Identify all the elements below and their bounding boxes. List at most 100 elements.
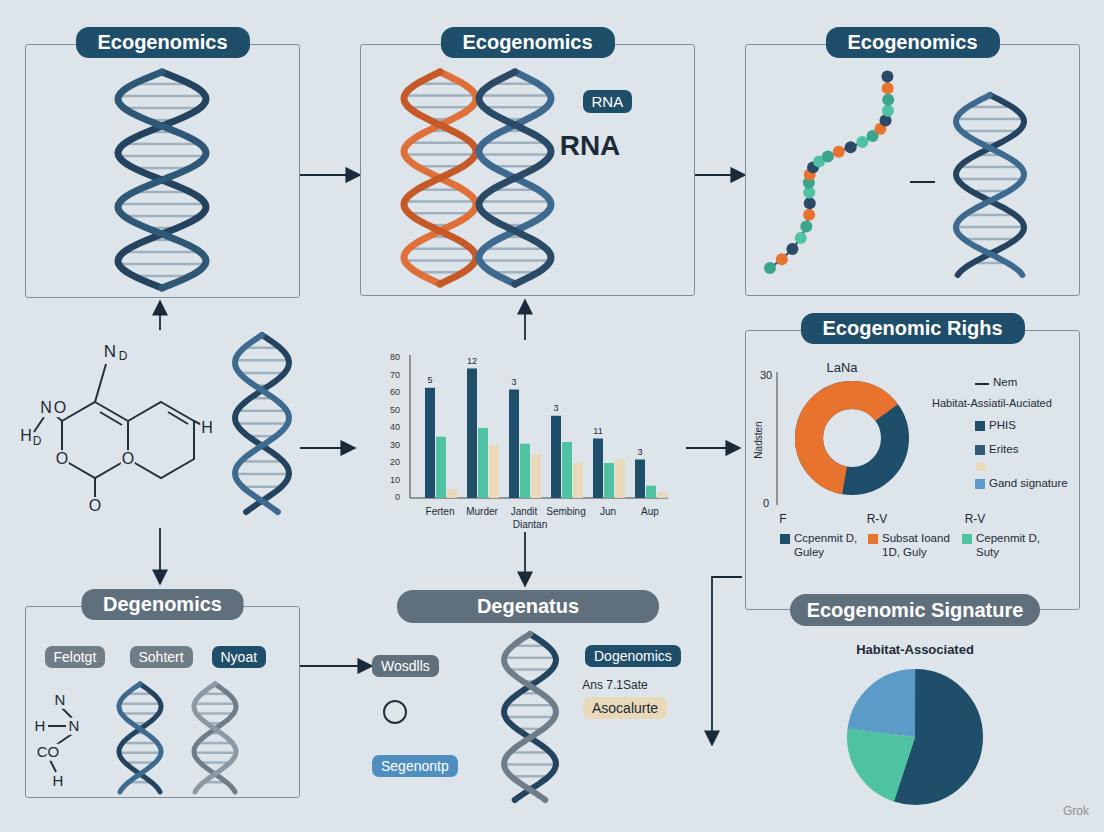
base-pair [480,153,551,156]
legend-item: Cepenmit D, Suty [962,532,1056,560]
bar [551,416,561,498]
base-pair [235,359,289,362]
flow-arrow [712,577,742,745]
bar [604,463,614,498]
base-pair [961,130,1018,133]
bead [822,150,834,162]
text-label: RNA [560,131,621,162]
text-label: O [53,399,67,417]
connector-arrow [300,665,372,667]
base-pair [964,238,1016,241]
base-pair [405,153,476,156]
pill-text: Segenontp [381,758,449,774]
text-label: CO [36,744,61,761]
bead [764,262,776,274]
panel: Ecogenomics [25,44,300,298]
text-label: 5 [427,376,432,386]
legend-item: Gand signature [975,477,1068,491]
legend-item: Nem [975,376,1017,390]
base-pair [237,410,287,413]
flow-arrow [159,301,161,330]
panel-heading: Ecogenomics [825,27,999,58]
legend-item: PHIS [975,419,1016,433]
flow-arrow [524,300,526,340]
base-pair [957,178,1022,181]
text-label: O [88,497,102,515]
base-pair [409,141,471,144]
bar [447,489,457,498]
base-pair [235,473,289,476]
bar [478,428,488,498]
text-label: R-V [867,513,888,526]
base-pair [196,712,233,715]
base-pair [239,372,284,375]
pill-text: RNA [592,93,624,110]
bead [786,243,798,255]
base-pair [956,226,1024,229]
legend-text: Nem [993,376,1017,390]
text-label: 0 [395,493,400,503]
chemical-bond [50,760,56,772]
base-pair [119,203,206,206]
strand [118,72,206,288]
base-pair [409,106,471,109]
label-pill: Felotgt [45,646,106,668]
text-label: Jun [600,506,616,517]
label-pill: Segenontp [372,755,458,777]
pill-text: Sohtert [139,649,184,665]
base-pair [956,118,1023,121]
legend-swatch [975,421,985,431]
chemical-bond [100,412,188,425]
text-label: R-V [965,513,986,526]
strand [235,335,289,512]
legend-swatch [868,534,878,544]
dna-helix [504,634,556,800]
strand [956,95,1024,275]
chemical-bond [62,708,72,718]
label-pill: Degenatus [397,590,659,623]
circle-icon [384,701,406,723]
flow-arrow [686,447,740,449]
text-label: 40 [390,423,400,433]
strand [118,72,206,288]
base-pair [241,460,283,463]
legend-item: Ccpenmit D, Guley [780,532,866,560]
label-pill: Dogenomics [585,645,681,667]
strand [504,634,556,800]
bar [520,444,530,498]
base-pair [119,751,161,754]
strand [504,634,556,800]
base-pair [124,143,200,146]
base-pair [480,200,551,203]
text-label: LaNa [826,361,857,375]
label-pill: Asocalurte [583,697,667,719]
panel: EcogenomicsRNA [360,44,695,296]
legend-text: Subsat Ioand 1D, Guly [882,532,964,560]
pill-text: Degenatus [477,595,579,618]
strand [194,684,236,792]
flow-arrow [159,528,161,584]
legend-line [975,383,989,385]
base-pair [965,214,1016,217]
text-label: D [118,350,129,363]
text-label: H [200,419,214,437]
text-label: N [54,692,67,709]
text-label: N [39,399,53,417]
legend-text: Gand signature [989,477,1068,491]
text-label: 20 [390,458,400,468]
bar [657,493,667,498]
strand [479,72,551,284]
base-pair [119,263,206,266]
bead [882,94,894,106]
base-pair [119,155,206,158]
strand [404,72,476,284]
base-pair [242,485,281,488]
base-pair [194,702,235,705]
bar [593,439,603,499]
base-pair [405,94,476,97]
panel: Ecogenomics [745,44,1080,296]
chemical-bond [34,417,44,432]
legend-swatch [780,534,790,544]
panel-heading: Ecogenomics [75,27,249,58]
text-label: Ans 7.1Sate [582,679,647,692]
